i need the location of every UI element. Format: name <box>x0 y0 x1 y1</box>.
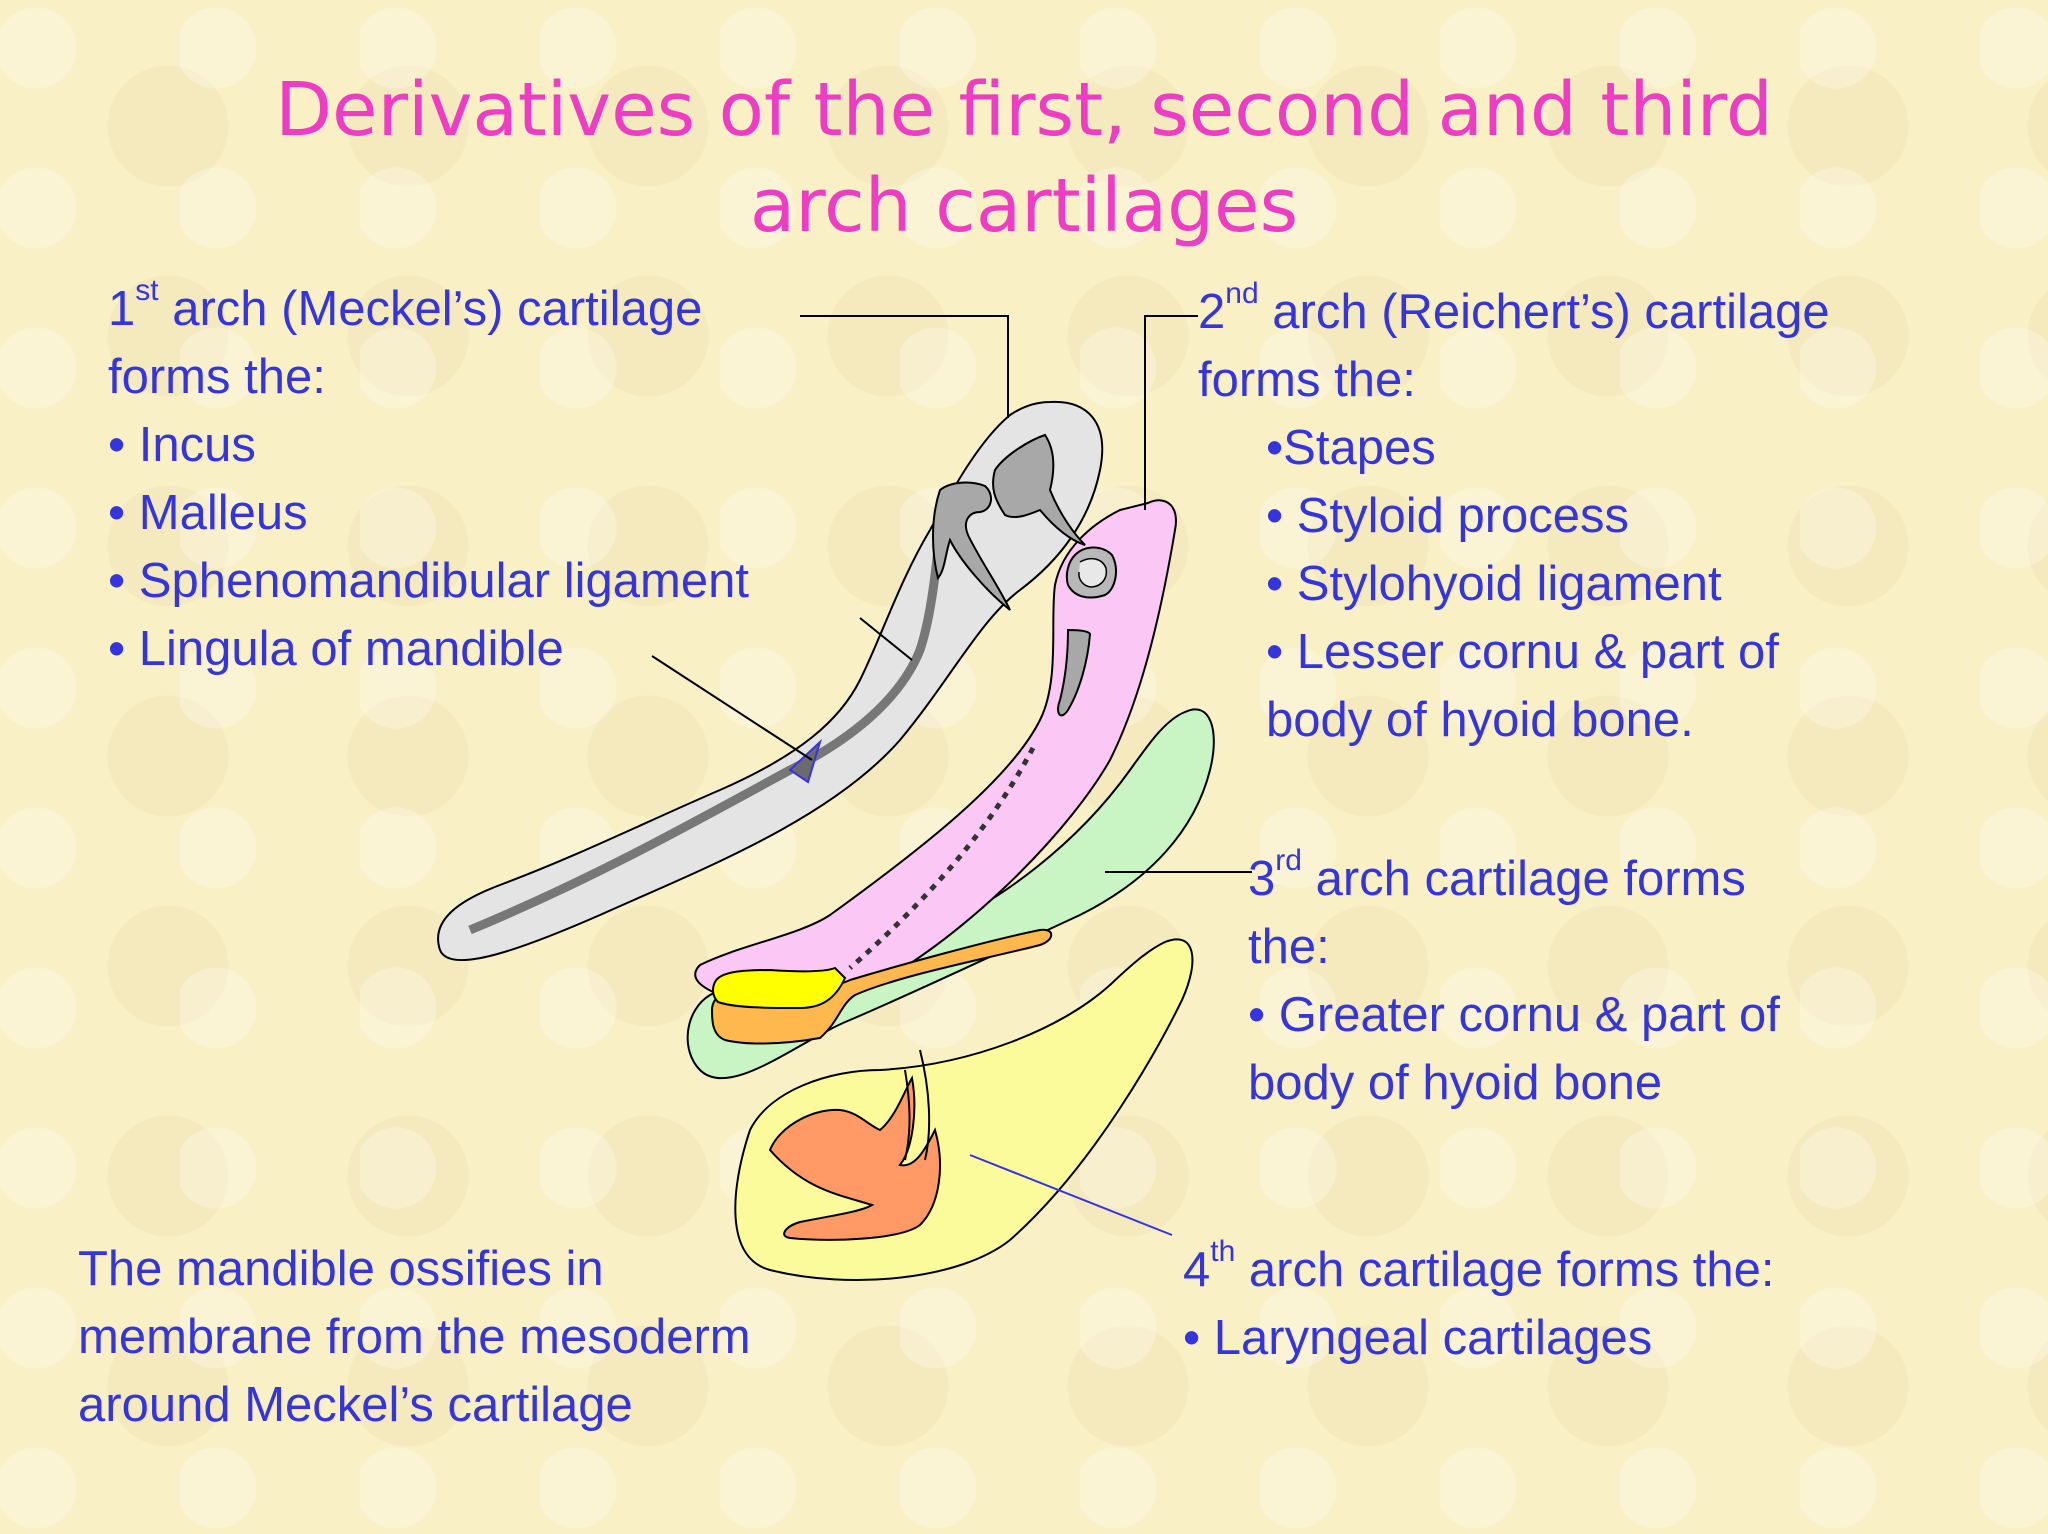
arch2-item-stylohyoid: • Stylohyoid ligament <box>1266 557 1722 611</box>
arch4-leader-line <box>969 1154 1173 1236</box>
arch1-text-block: 1st arch (Meckel’s) cartilage forms the:… <box>108 274 749 683</box>
arch4-item-laryngeal: • Laryngeal cartilages <box>1183 1311 1653 1365</box>
arch3-item-greater-cornu: • Greater cornu & part of <box>1248 988 1780 1042</box>
arch2-item-styloid: • Styloid process <box>1266 489 1630 543</box>
arch4-number: 4 <box>1183 1243 1211 1297</box>
arch2-ordinal: nd <box>1225 277 1259 310</box>
arch4-text-block: 4th arch cartilage forms the: • Laryngea… <box>1183 1235 1775 1372</box>
arch2-heading: 2nd arch (Reichert’s) cartilage <box>1198 277 1830 346</box>
arch2-item-hyoid-body: body of hyoid bone. <box>1266 693 1694 747</box>
arch2-forms: forms the: <box>1198 353 1416 407</box>
malleus-shape <box>932 481 1011 611</box>
arch2-leader-line <box>1144 315 1198 510</box>
mandible-note-line-3: around Meckel’s cartilage <box>78 1378 633 1432</box>
mandible-note-line-1: The mandible ossifies in <box>78 1242 604 1296</box>
arch2-text-block: 2nd arch (Reichert’s) cartilage forms th… <box>1198 277 1830 754</box>
hyoid-yellow <box>712 966 847 1010</box>
arch2-item-lesser-cornu: • Lesser cornu & part of <box>1266 625 1779 679</box>
arch1-item-malleus: • Malleus <box>108 486 308 540</box>
sphenomandibular-leader-line <box>859 617 913 661</box>
arch2-heading-text: arch (Reichert’s) cartilage <box>1258 285 1830 339</box>
styloid-process-shape <box>1057 628 1092 717</box>
title-line-2: arch cartilages <box>749 163 1299 249</box>
arch1-number: 1 <box>108 282 136 336</box>
mandible-note-block: The mandible ossifies in membrane from t… <box>78 1235 751 1439</box>
arch1-leader-line <box>800 315 1009 418</box>
arch3-line-the: the: <box>1248 920 1330 974</box>
slide-title: Derivatives of the first, second and thi… <box>0 62 2048 254</box>
arch1-item-incus: • Incus <box>108 418 256 472</box>
laryngeal-cartilage-shape <box>768 1075 941 1241</box>
arch3-number: 3 <box>1248 852 1276 906</box>
arch2-number: 2 <box>1198 285 1226 339</box>
arch3-item-hyoid-body: body of hyoid bone <box>1248 1056 1663 1110</box>
arch1-forms: forms the: <box>108 350 326 404</box>
arch1-heading-text: arch (Meckel’s) cartilage <box>158 282 703 336</box>
arch2-item-stapes: •Stapes <box>1266 421 1436 475</box>
stylohyoid-ligament-line <box>848 746 1036 970</box>
arch1-heading: 1st arch (Meckel’s) cartilage <box>108 274 749 343</box>
arch3-text-block: 3rd arch cartilage forms the: • Greater … <box>1248 844 1780 1117</box>
meckel-cartilage-bar <box>468 529 945 935</box>
arch2-cartilage <box>694 499 1177 1003</box>
arch3-ordinal: rd <box>1275 844 1302 877</box>
arch1-ordinal: st <box>135 274 159 307</box>
arch4-heading: 4th arch cartilage forms the: <box>1183 1235 1775 1304</box>
lingula-leader-line <box>651 655 813 761</box>
arch1-item-sphenomandibular: • Sphenomandibular ligament <box>108 554 749 608</box>
arch3-heading: 3rd arch cartilage forms <box>1248 844 1780 913</box>
mandible-note-line-2: membrane from the mesoderm <box>78 1310 751 1364</box>
title-line-1: Derivatives of the first, second and thi… <box>275 67 1773 153</box>
arch4-ordinal: th <box>1210 1235 1236 1268</box>
arch1-item-lingula: • Lingula of mandible <box>108 622 564 676</box>
arch3-heading-text: arch cartilage forms <box>1301 852 1746 906</box>
arch4-heading-text: arch cartilage forms the: <box>1235 1243 1775 1297</box>
laryngeal-cartilage-edge <box>904 1049 931 1161</box>
incus-shape <box>992 433 1086 546</box>
